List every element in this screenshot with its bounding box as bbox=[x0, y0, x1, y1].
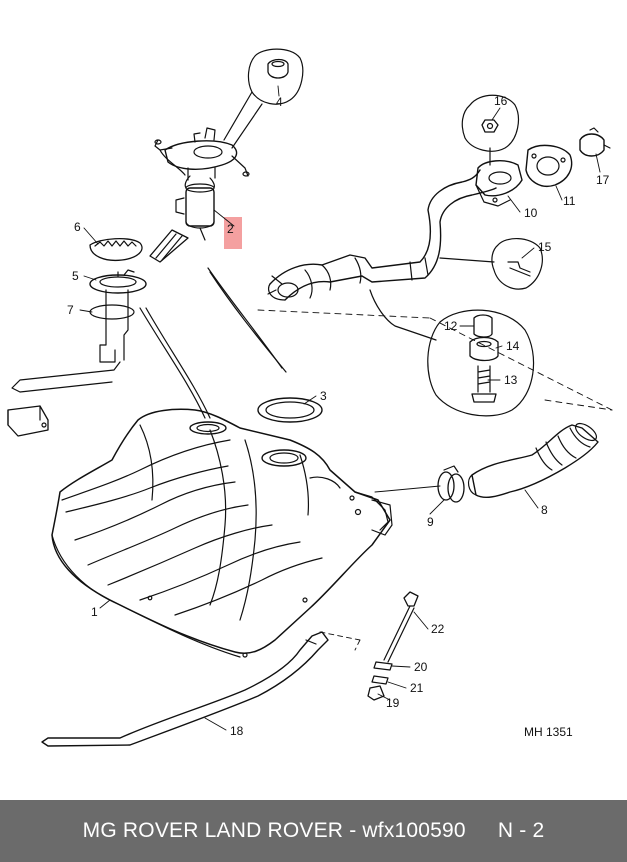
callout-part-4 bbox=[223, 48, 304, 149]
label-part-5: 5 bbox=[72, 269, 79, 283]
label-part-6: 6 bbox=[74, 220, 81, 234]
label-part-21: 21 bbox=[410, 681, 424, 695]
footer-page-text: N - 2 bbox=[497, 819, 545, 842]
label-part-1: 1 bbox=[91, 605, 98, 619]
label-part-19: 19 bbox=[386, 696, 400, 710]
label-part-17: 17 bbox=[596, 173, 610, 187]
callout-part-15 bbox=[439, 238, 543, 290]
lock-ring bbox=[89, 238, 143, 262]
label-part-16: 16 bbox=[494, 94, 508, 108]
highlight-part-2 bbox=[224, 217, 242, 249]
seal-ring bbox=[257, 397, 323, 423]
label-part-20: 20 bbox=[414, 660, 428, 674]
label-part-18: 18 bbox=[230, 724, 244, 738]
callout-parts-12-14 bbox=[369, 289, 535, 417]
label-part-11: 11 bbox=[563, 194, 576, 208]
label-part-3: 3 bbox=[320, 389, 327, 403]
parts-diagram: 1 2 3 4 5 6 7 8 9 10 11 12 13 14 15 16 1… bbox=[7, 48, 613, 747]
footer-brand-text: MG ROVER LAND ROVER - wfx100590 bbox=[82, 819, 466, 842]
label-part-7: 7 bbox=[67, 303, 74, 317]
hose-clip bbox=[437, 465, 465, 503]
label-part-8: 8 bbox=[541, 503, 548, 517]
drawing-reference: MH 1351 bbox=[524, 725, 573, 739]
tank-strap bbox=[41, 631, 361, 747]
fuel-pump bbox=[149, 127, 250, 263]
label-part-2: 2 bbox=[227, 222, 234, 236]
filler-neck bbox=[267, 160, 523, 301]
label-part-4: 4 bbox=[276, 95, 283, 109]
filler-hose bbox=[467, 422, 599, 499]
strap-bolt bbox=[367, 591, 419, 701]
label-part-12: 12 bbox=[444, 319, 458, 333]
footer-bar: MG ROVER LAND ROVER - wfx100590 N - 2 bbox=[0, 800, 627, 862]
callout-part-16 bbox=[461, 94, 519, 166]
filler-gasket bbox=[525, 144, 573, 187]
label-part-9: 9 bbox=[427, 515, 434, 529]
filler-cap bbox=[579, 127, 611, 157]
fuel-tank bbox=[51, 408, 391, 658]
label-part-22: 22 bbox=[431, 622, 445, 636]
label-part-10: 10 bbox=[524, 206, 538, 220]
label-part-14: 14 bbox=[506, 339, 520, 353]
label-part-13: 13 bbox=[504, 373, 518, 387]
fuel-sender bbox=[7, 269, 147, 437]
label-part-15: 15 bbox=[538, 240, 552, 254]
